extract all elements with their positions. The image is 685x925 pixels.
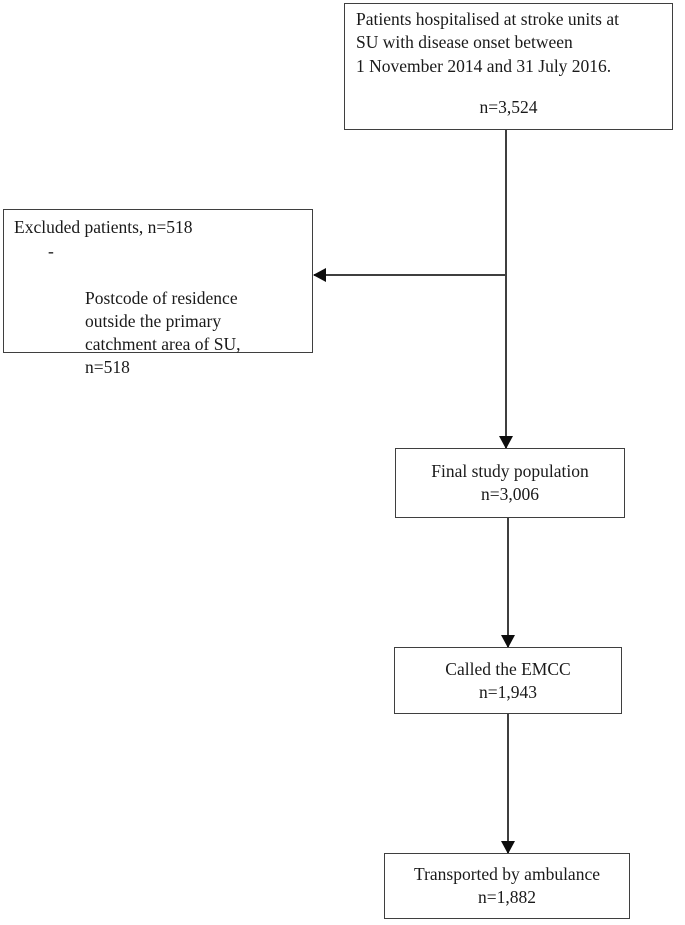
excluded-reason-text: Postcode of residence outside the primar… bbox=[85, 287, 241, 378]
connector-source-to-excluded bbox=[314, 274, 506, 276]
connector-source-to-final bbox=[505, 130, 507, 448]
node-source-cohort-label: Patients hospitalised at stroke units at… bbox=[356, 9, 619, 76]
node-transported-ambulance-label: Transported by ambulance n=1,882 bbox=[414, 864, 600, 908]
arrowhead-down-icon bbox=[501, 635, 515, 648]
connector-emcc-to-transport bbox=[507, 714, 509, 853]
node-excluded-patients bbox=[3, 209, 313, 353]
arrowhead-left-icon bbox=[313, 268, 326, 282]
node-excluded-patients-title: Excluded patients, n=518 bbox=[14, 217, 193, 237]
connector-final-to-emcc bbox=[507, 518, 509, 647]
node-transported-ambulance bbox=[384, 853, 630, 919]
arrowhead-down-icon bbox=[499, 436, 513, 449]
node-called-emcc bbox=[394, 647, 622, 714]
node-source-cohort bbox=[344, 3, 673, 130]
list-item: - Postcode of residence outside the prim… bbox=[14, 240, 304, 380]
node-called-emcc-label: Called the EMCC n=1,943 bbox=[445, 659, 571, 703]
excluded-reason-list: - Postcode of residence outside the prim… bbox=[14, 240, 304, 380]
bullet-dash-icon: - bbox=[48, 241, 54, 261]
node-source-cohort-count: n=3,524 bbox=[479, 97, 538, 117]
node-final-population bbox=[395, 448, 625, 518]
arrowhead-down-icon bbox=[501, 841, 515, 854]
node-final-population-label: Final study population n=3,006 bbox=[431, 461, 589, 505]
